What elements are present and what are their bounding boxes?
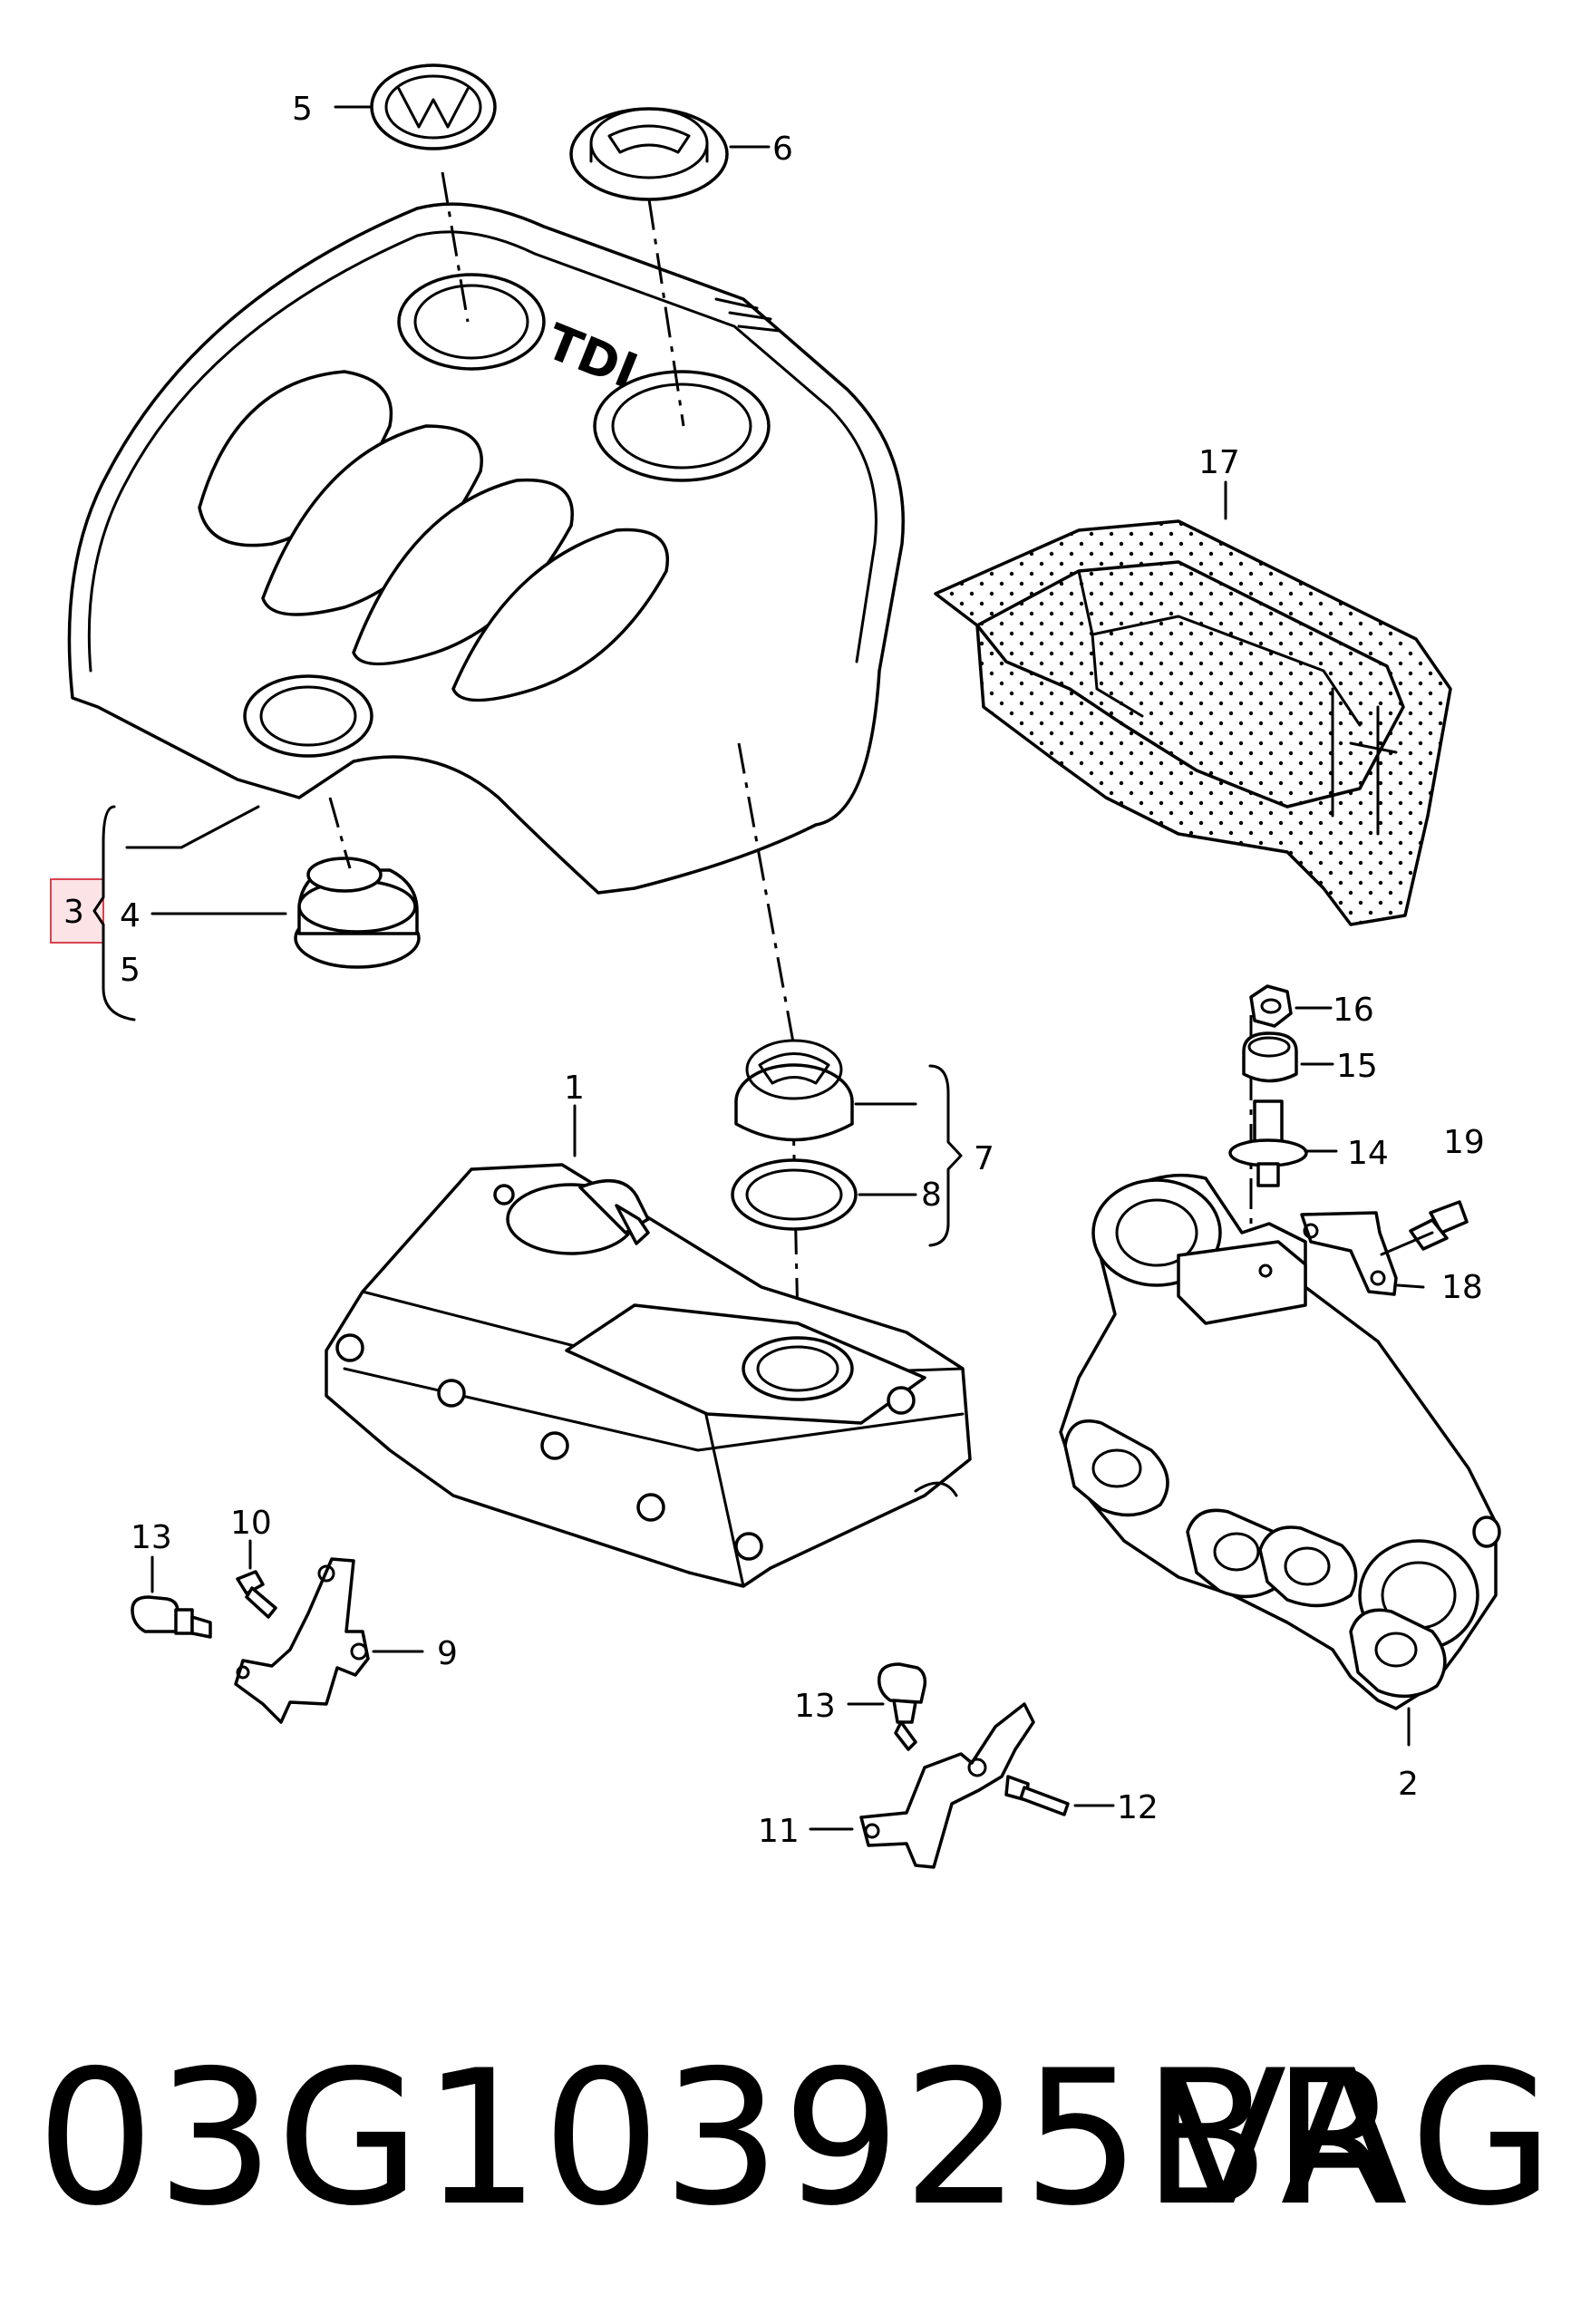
callout-17: 17 [1198,444,1240,481]
callout-7: 7 [974,1140,994,1177]
bolt-part-19 [1409,1200,1469,1251]
callout-15: 15 [1336,1048,1378,1085]
footer: 03G103925BR VAG [36,2030,1559,2248]
callout-13-right: 13 [794,1688,836,1725]
rubber-mount-part-4 [294,857,421,969]
callout-14: 14 [1347,1135,1389,1172]
part-number: 03G103925BR [36,2031,1403,2247]
foam-insulation-part [934,519,1452,926]
callout-6: 6 [772,131,793,168]
callout-5-side: 5 [120,952,141,989]
bolt-part-12 [1004,1775,1070,1816]
callout-11: 11 [758,1813,800,1850]
bracket-part-11 [859,1702,1035,1869]
callout-18: 18 [1441,1269,1483,1306]
nut-part-16 [1249,984,1293,1028]
vw-emblem-part [370,63,497,150]
valve-cover-part [325,1163,972,1588]
grommet-part-6 [569,107,729,201]
brand-name: VAG [1159,2031,1559,2247]
callout-19: 19 [1443,1124,1485,1161]
callout-3: 3 [63,894,84,931]
bracket-part-18 [1300,1211,1398,1296]
callout-1: 1 [564,1070,585,1107]
exhaust-manifold-part [1059,1173,1501,1710]
callout-16: 16 [1333,992,1374,1029]
callout-9: 9 [437,1635,458,1672]
bolt-part-10 [236,1570,277,1619]
callout-8: 8 [921,1177,942,1214]
callout-5-top: 5 [292,91,313,128]
bushing-part-15 [1242,1031,1298,1083]
engine-cover-part: TDI [67,202,905,895]
grommet-part-7 [734,1039,854,1142]
stud-part-14 [1228,1099,1308,1187]
callout-2: 2 [1398,1766,1419,1803]
bracket-part-9 [234,1557,370,1724]
pin-part-13-right [878,1662,927,1751]
callout-12: 12 [1117,1789,1159,1826]
callout-4: 4 [120,897,141,934]
pin-part-13-left [131,1595,212,1639]
callout-13-left: 13 [131,1519,172,1556]
seal-ring-part-8 [731,1158,858,1231]
callout-10: 10 [230,1505,272,1542]
